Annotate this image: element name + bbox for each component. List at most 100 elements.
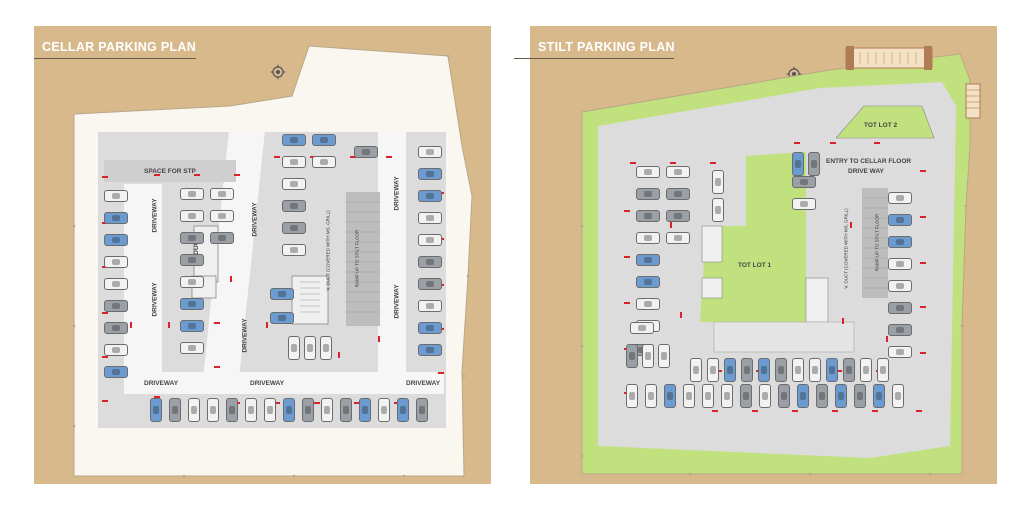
stilt-title: STILT PARKING PLAN <box>538 40 675 54</box>
car-icon <box>104 322 128 334</box>
car-icon <box>873 384 885 408</box>
car-icon <box>888 258 912 270</box>
car-icon <box>104 366 128 378</box>
car-icon <box>835 384 847 408</box>
car-icon <box>888 280 912 292</box>
car-icon <box>888 302 912 314</box>
car-icon <box>888 236 912 248</box>
label-driveway: DRIVEWAY <box>393 284 401 319</box>
label-driveway: DRIVEWAY <box>251 202 259 237</box>
label-driveway: DRIVEWAY <box>151 282 159 317</box>
car-icon <box>418 300 442 312</box>
car-icon <box>418 322 442 334</box>
car-icon <box>104 234 128 246</box>
car-icon <box>666 232 690 244</box>
car-icon <box>792 358 804 382</box>
car-icon <box>270 288 294 300</box>
car-icon <box>658 344 670 368</box>
car-icon <box>758 358 770 382</box>
car-icon <box>636 254 660 266</box>
car-icon <box>180 320 204 332</box>
car-icon <box>666 210 690 222</box>
car-icon <box>312 134 336 146</box>
car-icon <box>664 384 676 408</box>
car-icon <box>702 384 714 408</box>
cellar-panel: CELLAR PARKING PLAN <box>34 26 491 484</box>
car-icon <box>630 322 654 334</box>
car-icon <box>712 170 724 194</box>
label-driveway: DRIVEWAY <box>151 198 159 233</box>
car-icon <box>645 384 657 408</box>
car-icon <box>418 234 442 246</box>
car-icon <box>418 146 442 158</box>
car-icon <box>683 384 695 408</box>
car-icon <box>797 384 809 408</box>
car-icon <box>792 152 804 176</box>
car-icon <box>180 298 204 310</box>
car-icon <box>740 384 752 408</box>
car-icon <box>282 156 306 168</box>
label-driveway: DRIVEWAY <box>144 380 179 387</box>
car-icon <box>169 398 181 422</box>
car-icon <box>320 336 332 360</box>
car-icon <box>302 398 314 422</box>
car-icon <box>282 178 306 190</box>
car-icon <box>690 358 702 382</box>
car-icon <box>282 200 306 212</box>
car-icon <box>282 222 306 234</box>
car-icon <box>282 134 306 146</box>
car-icon <box>843 358 855 382</box>
stilt-title-rule <box>514 58 674 59</box>
car-icon <box>180 232 204 244</box>
car-icon <box>283 398 295 422</box>
car-icon <box>721 384 733 408</box>
car-icon <box>180 254 204 266</box>
car-icon <box>666 188 690 200</box>
car-icon <box>666 166 690 178</box>
car-icon <box>359 398 371 422</box>
car-icon <box>778 384 790 408</box>
car-icon <box>418 168 442 180</box>
car-icon <box>816 384 828 408</box>
car-icon <box>245 398 257 422</box>
car-icon <box>321 398 333 422</box>
car-icon <box>188 398 200 422</box>
car-icon <box>418 344 442 356</box>
car-icon <box>210 188 234 200</box>
car-icon <box>775 358 787 382</box>
car-icon <box>854 384 866 408</box>
car-icon <box>712 198 724 222</box>
car-icon <box>860 358 872 382</box>
car-icon <box>354 146 378 158</box>
car-icon <box>636 188 660 200</box>
car-icon <box>636 298 660 310</box>
car-icon <box>636 166 660 178</box>
car-icon <box>707 358 719 382</box>
cellar-title: CELLAR PARKING PLAN <box>42 40 197 54</box>
car-icon <box>288 336 300 360</box>
label-drive-way: DRIVE WAY <box>848 168 884 175</box>
car-icon <box>418 256 442 268</box>
car-icon <box>741 358 753 382</box>
car-icon <box>104 212 128 224</box>
car-icon <box>892 384 904 408</box>
label-driveway: DRIVEWAY <box>406 380 441 387</box>
car-icon <box>104 256 128 268</box>
car-icon <box>418 278 442 290</box>
stilt-panel: STILT PARKING PLAN <box>514 26 997 484</box>
label-v-duct-covered: V. DUCT (COVERED WITH MS. GRILL) <box>843 208 849 289</box>
car-icon <box>150 398 162 422</box>
car-icon <box>180 342 204 354</box>
stilt-site-plan <box>580 46 981 476</box>
car-icon <box>888 324 912 336</box>
cellar-site-plan <box>72 45 473 478</box>
car-icon <box>809 358 821 382</box>
label-entry-cellar: ENTRY TO CELLAR FLOOR <box>826 158 912 165</box>
car-icon <box>418 190 442 202</box>
label-driveway: DRIVEWAY <box>393 176 401 211</box>
car-icon <box>416 398 428 422</box>
car-icon <box>304 336 316 360</box>
label-driveway: DRIVEWAY <box>250 380 285 387</box>
car-icon <box>808 152 820 176</box>
